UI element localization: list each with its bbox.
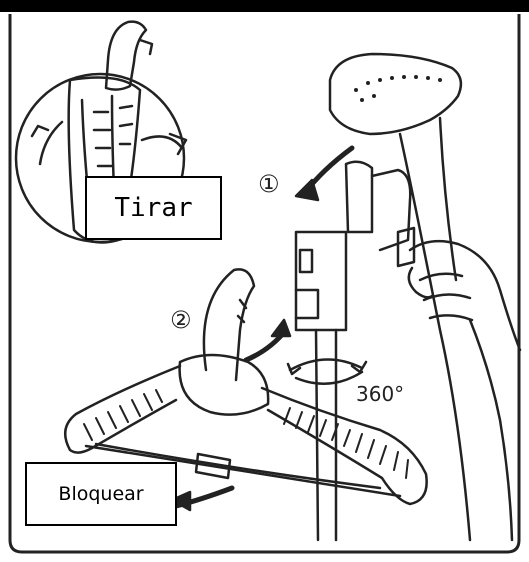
step-1-number: ①: [258, 170, 280, 198]
pull-label-box: Tirar: [85, 176, 222, 240]
lock-label-box: Bloquear: [25, 462, 177, 526]
step-2-number: ②: [170, 306, 192, 334]
pull-label-text: Tirar: [114, 193, 192, 223]
rotation-label: 360°: [356, 382, 404, 406]
lock-label-text: Bloquear: [58, 483, 143, 505]
steamer-head: [330, 54, 520, 540]
